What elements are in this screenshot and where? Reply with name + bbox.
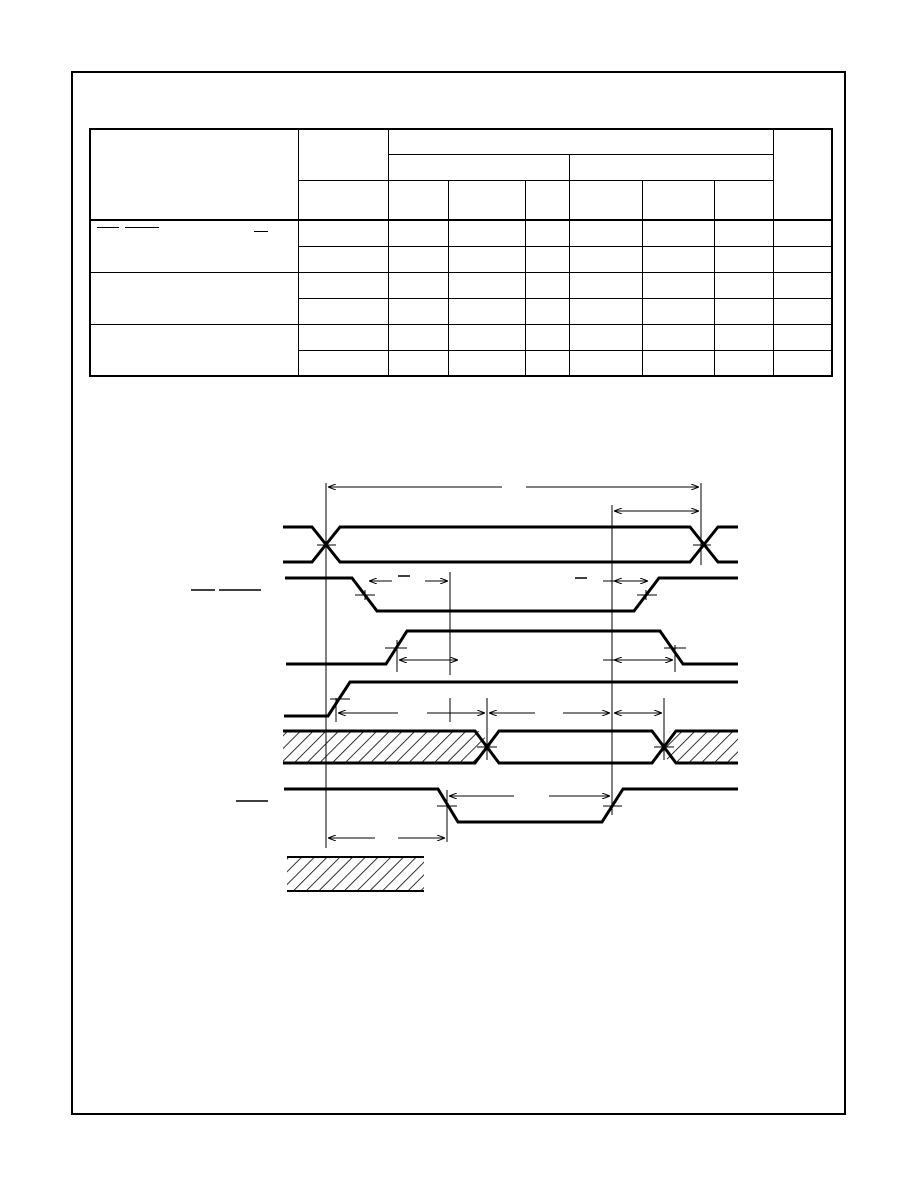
chip-enable-waveform [285,576,738,613]
limits-header-cell [387,128,774,155]
overbar-mark [125,227,159,228]
table-row [89,219,834,273]
table-cell [713,271,774,299]
table-cell [713,245,774,273]
table-cell [713,349,774,377]
table-row [90,245,834,273]
overbar-mark [97,227,119,228]
table-row [90,349,834,377]
timing-arrows [328,487,699,838]
table-cell [772,219,834,247]
crossing-ticks [317,544,711,807]
enable-waveform [286,629,738,666]
table-cell [772,271,834,299]
max-b-header-cell [713,179,774,221]
parameter-cell [89,271,299,325]
table-row [89,271,834,325]
page-frame [71,71,846,1115]
strobe-waveform [284,680,738,718]
min-b-header-cell [568,179,643,221]
table-cell [568,349,643,377]
data-bus-waveform [283,729,738,765]
output-enable-waveform [284,787,738,824]
parameter-cell [89,323,299,377]
symbol-header-cell [297,128,389,181]
overbar-marks [398,575,587,579]
table-cell [772,323,834,351]
table-cell [713,323,774,351]
table-row [90,297,834,325]
table-cell [641,219,715,247]
table-cell [447,245,526,273]
table-cell [772,245,834,273]
address-bus-edge [283,525,738,564]
data-bus-edge [283,729,738,765]
group-b-header-cell [568,153,774,181]
table-row [89,323,834,377]
table-cell [568,219,643,247]
overbar-mark [254,231,268,232]
condition-header-cell [297,179,389,221]
output-enable-line [284,787,738,824]
typ-a-header-cell [447,179,526,221]
address-bus-edge [283,525,738,564]
table-cell [297,349,389,377]
table-cell [447,349,526,377]
data-invalid-region [658,731,738,763]
spec-table [89,128,834,377]
table-cell [641,297,715,325]
legend-hatch [287,857,424,891]
table-cell [524,297,570,325]
chip-enable-line [285,576,738,613]
parameter-cell [89,219,299,273]
address-bus-waveform [283,525,738,564]
enable-line [286,629,738,666]
data-invalid-region [283,731,492,763]
table-cell [524,349,570,377]
table-cell [524,245,570,273]
table-cell [524,323,570,351]
table-cell [772,349,834,377]
table-cell [641,271,715,299]
table-cell [447,297,526,325]
legend-hatched-box [287,856,424,892]
units-header-cell [772,128,834,221]
data-bus-edge [283,729,738,765]
strobe-line [284,680,738,718]
